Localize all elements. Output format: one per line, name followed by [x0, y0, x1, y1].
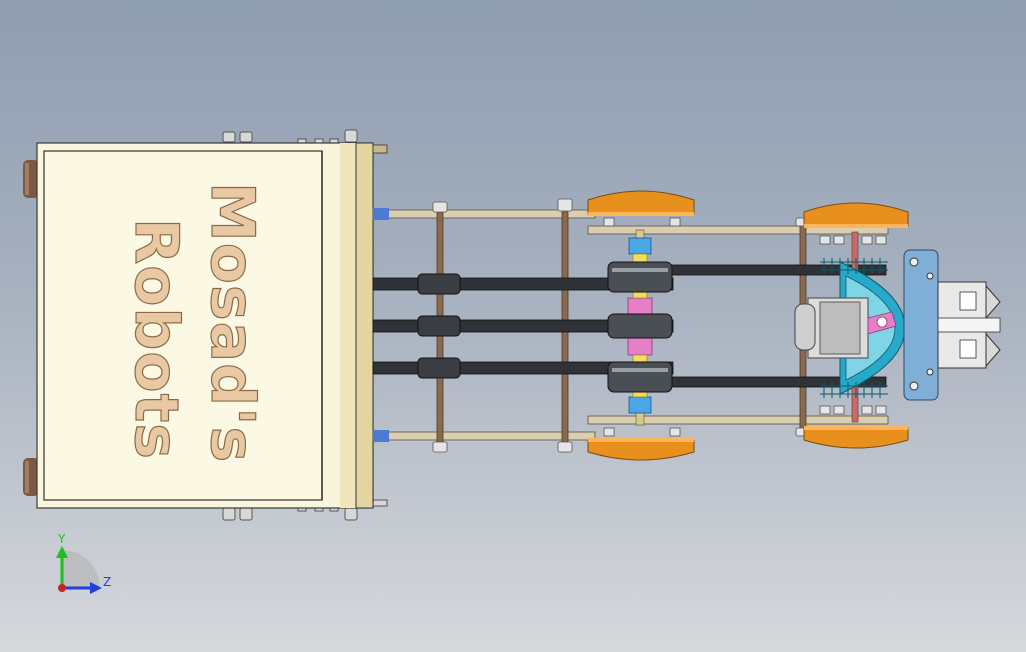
rod-nuts	[432, 198, 811, 453]
middle-pulleys	[607, 261, 673, 393]
z-axis-arrow-icon	[90, 582, 102, 594]
servo-motor[interactable]	[794, 297, 897, 359]
wheel-rear-top[interactable]	[587, 190, 695, 216]
front-nuts	[603, 217, 887, 437]
brand-text-line2: Robots	[121, 218, 191, 460]
y-axis-label: Y	[57, 532, 66, 546]
gripper-claw[interactable]	[937, 281, 1001, 369]
belt-pulleys-rear	[417, 273, 461, 379]
gripper-mount	[903, 249, 939, 401]
wheel-rear-bottom[interactable]	[587, 438, 695, 461]
wheel-front-top[interactable]	[803, 202, 909, 228]
main-panel[interactable]	[36, 142, 388, 509]
axis-triad[interactable]: Y Z	[56, 532, 111, 594]
x-axis-dot-icon	[58, 584, 66, 592]
left-bumper-top	[23, 160, 39, 198]
z-axis-label: Z	[103, 575, 111, 589]
left-bumper-bottom	[23, 458, 39, 496]
rail-bottom	[372, 415, 889, 442]
brand-text-line1: Mosad's	[197, 182, 267, 463]
wheel-front-bottom[interactable]	[803, 426, 909, 449]
y-axis-arrow-icon	[56, 546, 68, 558]
